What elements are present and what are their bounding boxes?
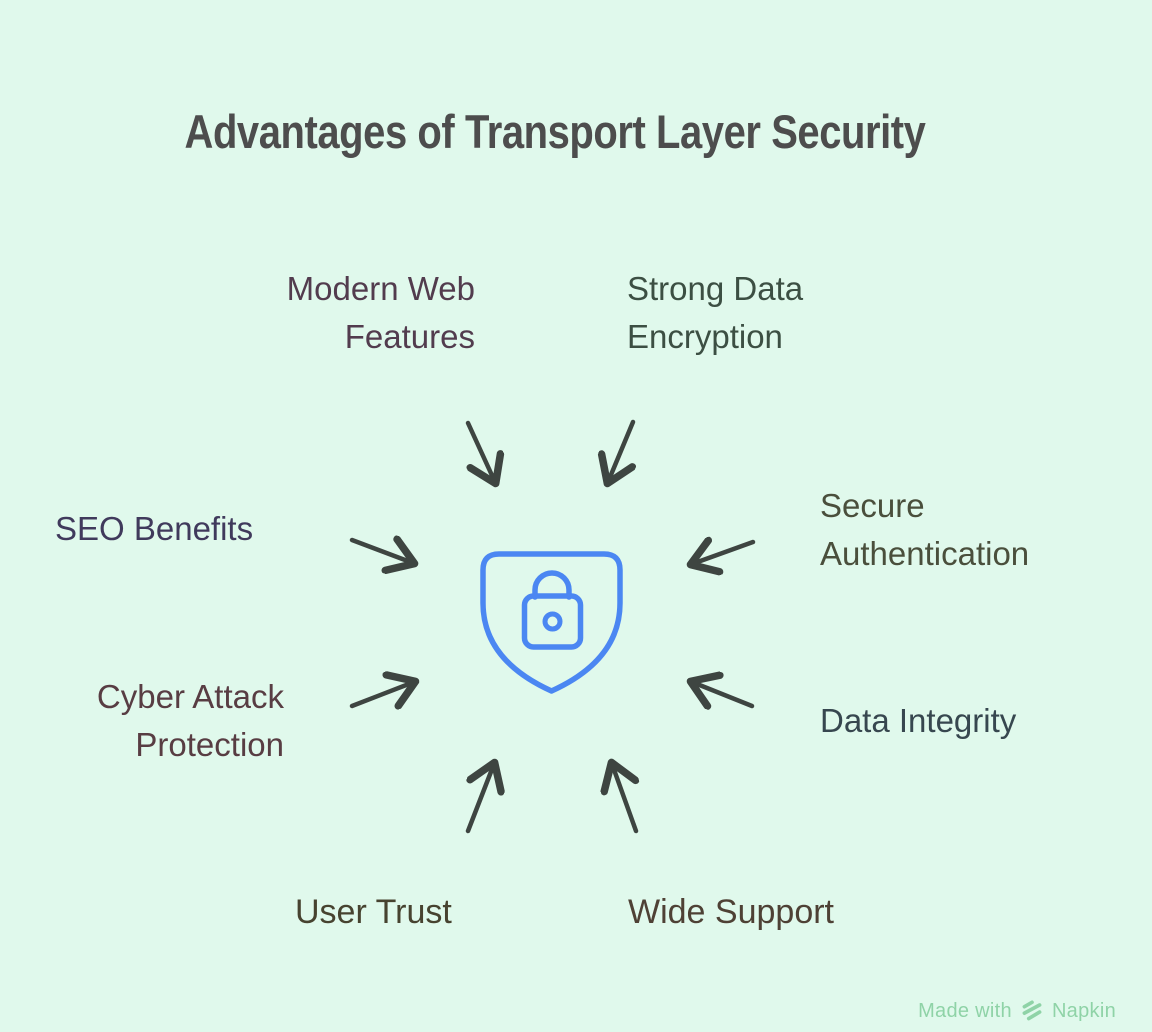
arrow-from-user-trust (465, 764, 494, 834)
arrow-from-wide-support (612, 764, 636, 834)
label-data-integrity: Data Integrity (820, 702, 1017, 739)
arrow-from-strong-data-encryption (608, 419, 633, 482)
page-title: Advantages of Transport Layer Security (184, 105, 926, 158)
label-modern-web-features: Modern Web Features (286, 270, 475, 355)
arrow-from-secure-authentication (692, 542, 756, 564)
watermark: Made with Napkin (918, 998, 1116, 1024)
arrow-from-data-integrity (692, 682, 755, 706)
label-seo-benefits: SEO Benefits (55, 510, 254, 547)
lock-keyhole (542, 611, 563, 632)
shield-lock-icon (480, 551, 623, 694)
label-cyber-attack-protection: Cyber Attack Protection (96, 678, 284, 763)
arrow-from-modern-web-features (465, 420, 495, 482)
lock-body (521, 593, 584, 650)
watermark-brand: Napkin (1051, 999, 1116, 1022)
arrow-from-cyber-attack-protection (349, 682, 414, 706)
label-wide-support: Wide Support (628, 893, 834, 931)
label-user-trust: User Trust (295, 893, 452, 931)
label-strong-data-encryption: Strong Data Encryption (627, 270, 804, 355)
label-secure-authentication: Secure Authentication (820, 487, 1030, 572)
napkin-logo-icon (1022, 1000, 1042, 1021)
watermark-prefix: Made with (918, 999, 1012, 1022)
lock-shackle (532, 570, 572, 600)
shield-outline (480, 551, 623, 694)
arrow-from-seo-benefits (349, 540, 413, 563)
